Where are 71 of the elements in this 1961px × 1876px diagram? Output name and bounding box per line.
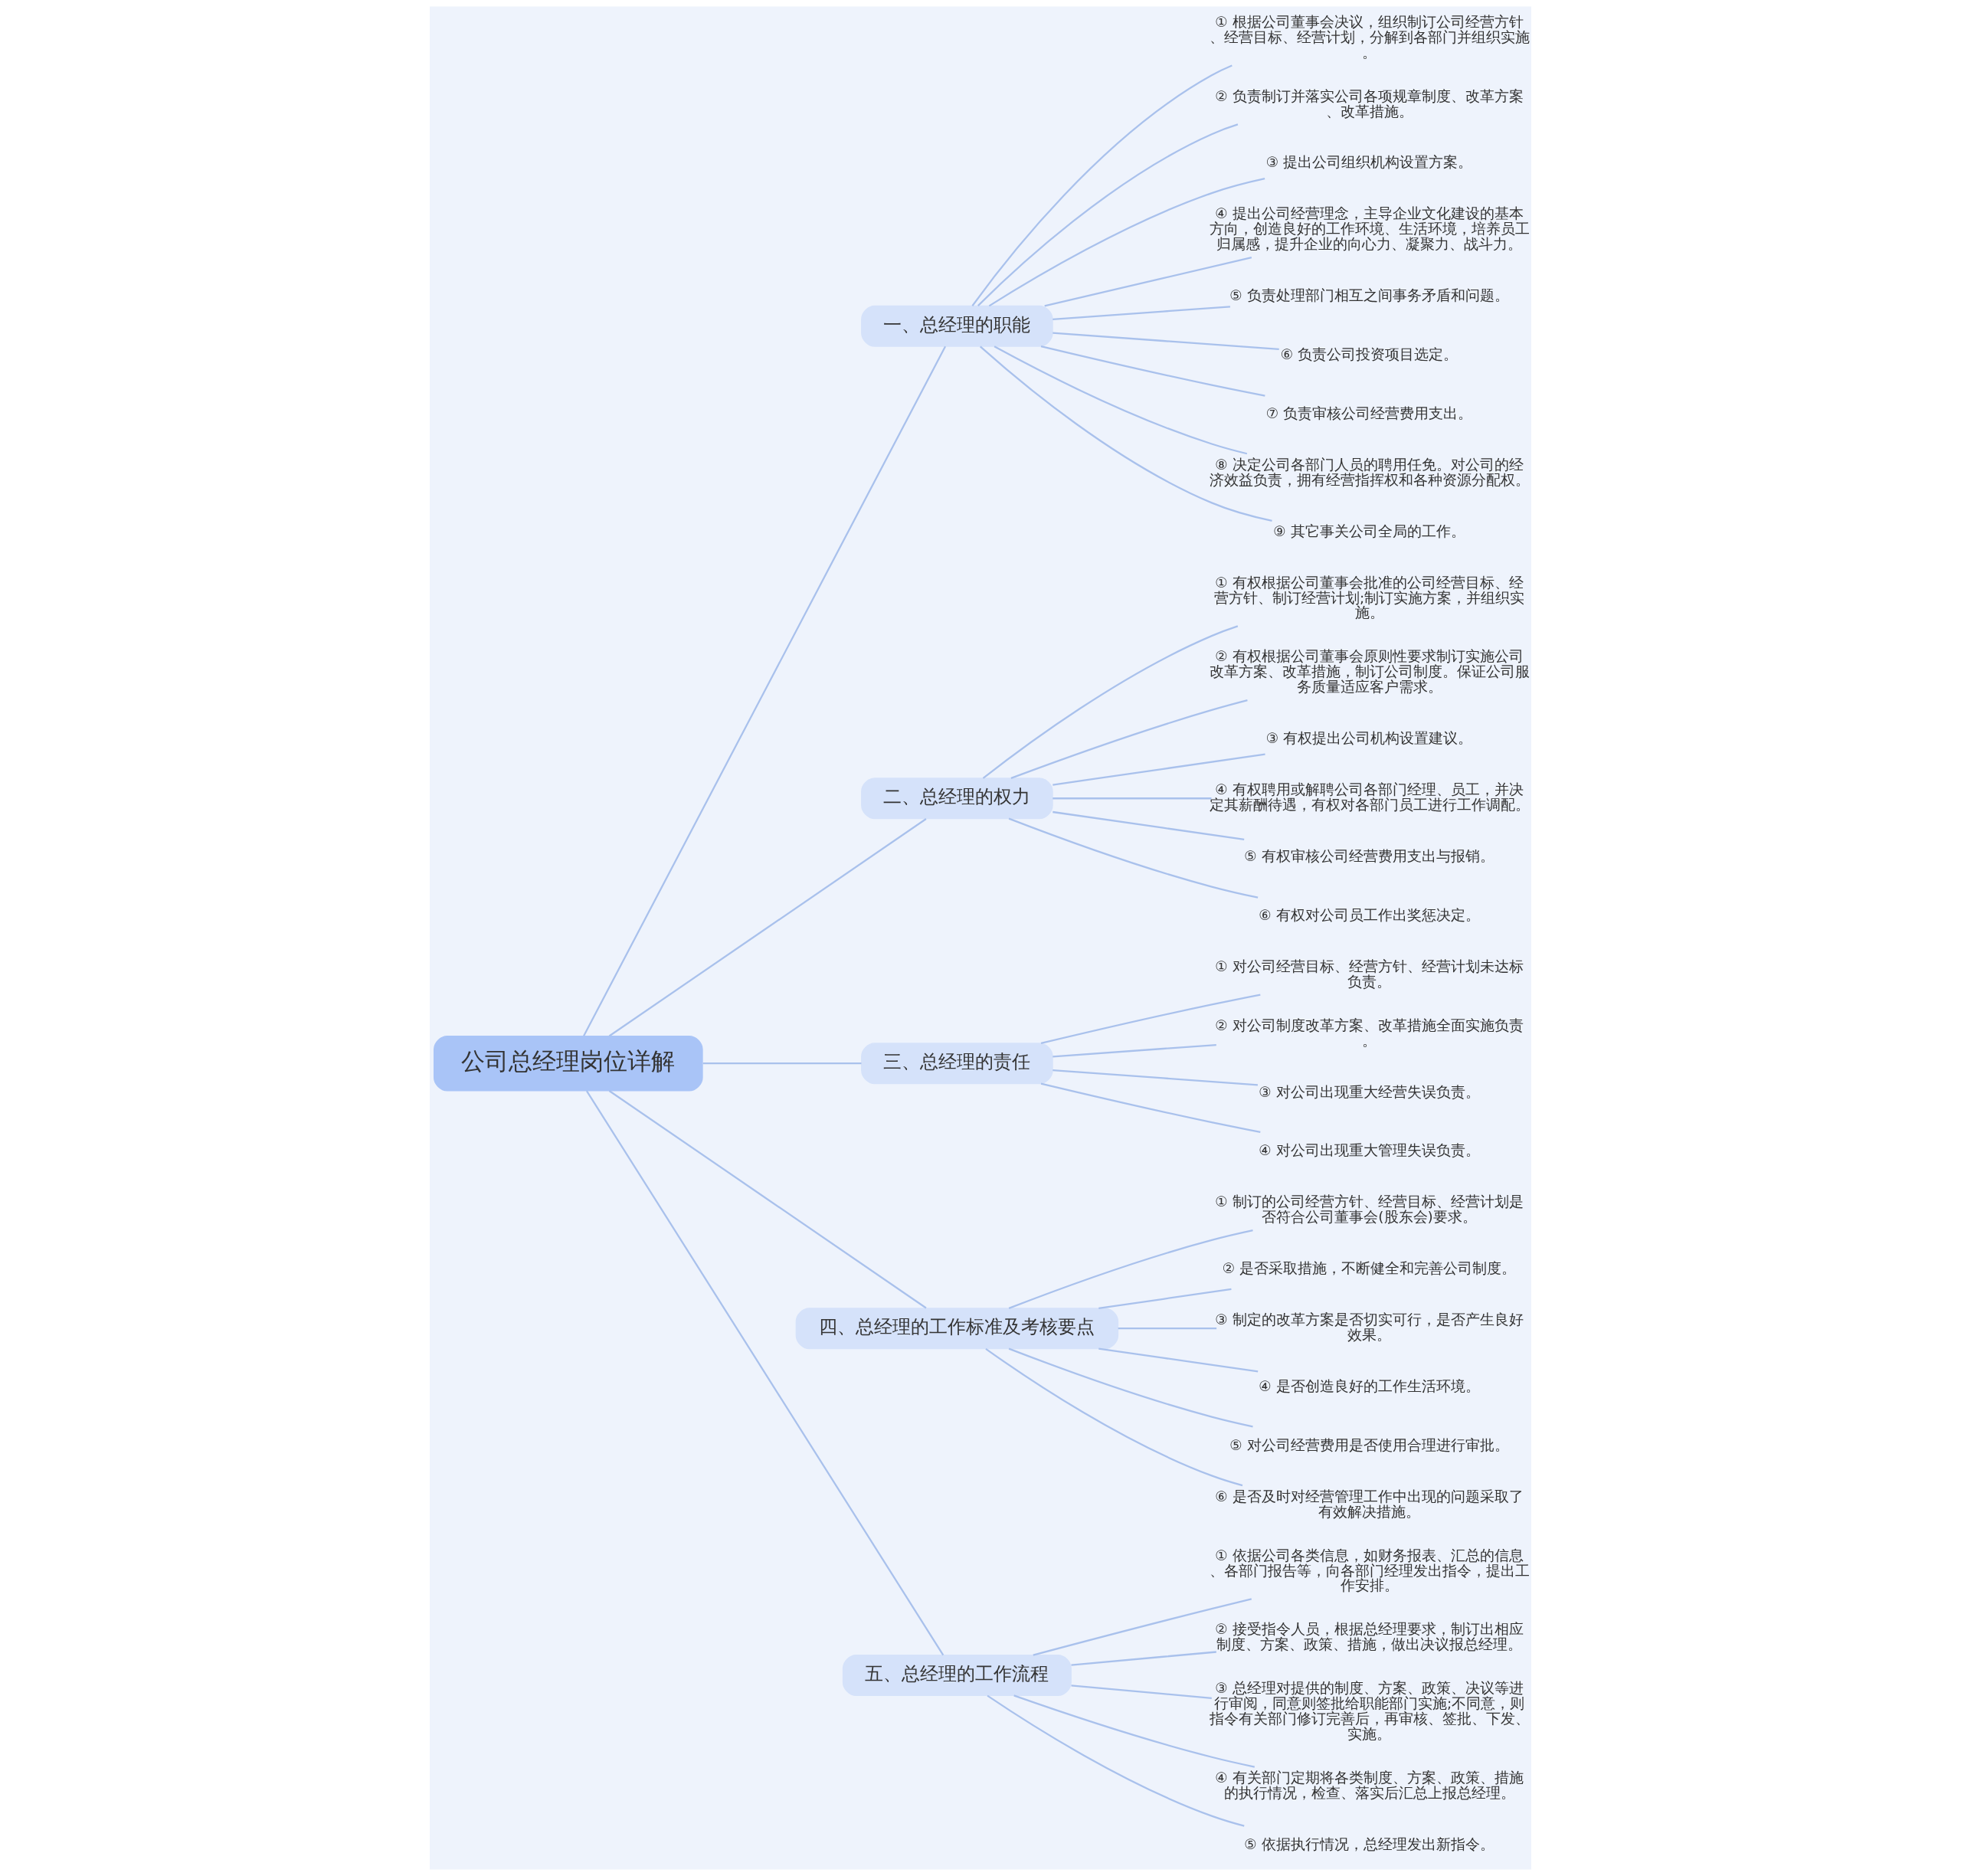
- node-text: ① 对公司经营目标、经营方针、经营计划未达标负责。: [1215, 958, 1524, 990]
- node-box: 五、总经理的工作流程: [842, 1654, 1072, 1696]
- node-text: ⑨ 其它事关公司全局的工作。: [1273, 522, 1465, 539]
- node-text: ① 有权根据公司董事会批准的公司经营目标、经营方针、制订经营计划;制订实施方案，并组织实施。: [1213, 574, 1525, 621]
- node-text: ④ 对公司出现重大管理失误负责。: [1259, 1142, 1480, 1159]
- node-text: ② 是否采取措施，不断健全和完善公司制度。: [1222, 1260, 1517, 1277]
- node-text: ② 负责制订并落实公司各项规章制度、改革方案、改革措施。: [1215, 87, 1524, 120]
- connector: [1053, 1069, 1259, 1086]
- connector: [988, 178, 1265, 307]
- connector: [985, 1347, 1243, 1487]
- connector: [982, 625, 1239, 779]
- connector: [1053, 1043, 1216, 1058]
- connector: [1044, 257, 1252, 307]
- connector: [1033, 1598, 1252, 1656]
- connector: [977, 123, 1239, 306]
- node-text: ② 有权根据公司董事会原则性要求制订实施公司改革方案、改革措施，制订公司制度。保证公司服务质量适应客户需求。: [1209, 648, 1530, 696]
- node-box: 公司总经理岗位详解: [434, 1035, 703, 1092]
- connector: [1008, 1347, 1253, 1428]
- node-box: 二、总经理的权力: [861, 778, 1053, 820]
- connector: [1118, 1328, 1217, 1330]
- connector: [608, 818, 927, 1037]
- connector: [1040, 345, 1265, 397]
- node-text: ① 制订的公司经营方针、经营目标、经营计划是否符合公司董事会(股东会)要求。: [1215, 1193, 1524, 1226]
- node-text: ⑥ 负责公司投资项目选定。: [1280, 346, 1458, 363]
- node-text: ④ 有权聘用或解聘公司各部门经理、员工，并决定其薪酬待遇，有权对各部门员工进行工作调配。: [1209, 781, 1530, 814]
- node-text: ④ 是否创造良好的工作生活环境。: [1259, 1377, 1480, 1394]
- node-text: ⑤ 有权审核公司经营费用支出与报销。: [1244, 847, 1494, 864]
- connector: [1053, 306, 1230, 321]
- node-text: ⑤ 对公司经营费用是否使用合理进行审批。: [1229, 1436, 1509, 1453]
- connector: [1098, 1347, 1259, 1373]
- node-text: ⑤ 依据执行情况，总经理发出新指令。: [1244, 1835, 1494, 1852]
- node-text: ⑧ 决定公司各部门人员的聘用任免。对公司的经济效益负责，拥有经营指挥权和各种资源分配权。: [1209, 456, 1530, 488]
- connector: [971, 64, 1233, 306]
- connector: [1071, 1684, 1212, 1700]
- connector: [1071, 1651, 1216, 1666]
- node-text: ③ 提出公司组织机构设置方案。: [1265, 154, 1473, 171]
- connector: [1040, 994, 1261, 1044]
- node-text: ② 接受指令人员，根据总经理要求，制订出相应制度、方案、政策、措施，做出决议报总经理。: [1215, 1621, 1524, 1653]
- connector: [1098, 1288, 1232, 1309]
- connector: [702, 1062, 862, 1065]
- node-text: ⑤ 负责处理部门相互之间事务矛盾和问题。: [1229, 287, 1509, 304]
- connector: [583, 345, 947, 1036]
- connector: [979, 345, 1272, 522]
- node-text: ③ 制定的改革方案是否切实可行，是否产生良好效果。: [1215, 1311, 1524, 1344]
- connector: [1008, 817, 1259, 899]
- connector: [585, 1090, 944, 1656]
- connector: [1053, 810, 1245, 840]
- node-text: ⑥ 是否及时对经营管理工作中出现的问题采取了有效解决措施。: [1215, 1488, 1524, 1520]
- node-box: 三、总经理的责任: [861, 1043, 1053, 1085]
- connector: [1010, 699, 1248, 779]
- connector: [1008, 1229, 1253, 1309]
- node-text: ④ 提出公司经营理念，主导企业文化建设的基本方向，创造良好的工作环境、生活环境，培养员工归属感，提升企业的向心力、凝聚力、战斗力。: [1209, 205, 1530, 253]
- node-text: ④ 有关部门定期将各类制度、方案、政策、措施的执行情况，检查、落实后汇总上报总经理。: [1215, 1770, 1524, 1801]
- node-text: ① 根据公司董事会决议，组织制订公司经营方针、经营目标、经营计划，分解到各部门并组织实施。: [1209, 13, 1530, 61]
- connector: [987, 1694, 1245, 1827]
- connector: [1040, 1082, 1261, 1133]
- node-box: 四、总经理的工作标准及考核要点: [795, 1308, 1119, 1350]
- node-text: ③ 总经理对提供的制度、方案、政策、决议等进行审阅，同意则签批给职能部门实施;不同意，则指令有关部门修订完善后，再审核、签批、下发、实施。: [1209, 1680, 1530, 1743]
- connector: [1053, 332, 1279, 350]
- connector: [994, 345, 1248, 455]
- node-text: ③ 有权提出公司机构设置建议。: [1265, 730, 1473, 747]
- node-text: ③ 对公司出现重大经营失误负责。: [1259, 1083, 1480, 1100]
- connector: [1053, 797, 1212, 800]
- node-text: ⑦ 负责审核公司经营费用支出。: [1265, 404, 1473, 421]
- node-text: ⑥ 有权对公司员工作出奖惩决定。: [1259, 906, 1480, 923]
- node-text: ① 依据公司各类信息，如财务报表、汇总的信息、各部门报告等，向各部门经理发出指令，提出工作安排。: [1209, 1547, 1530, 1594]
- connector: [1053, 753, 1265, 786]
- connector: [608, 1090, 927, 1309]
- node-text: ② 对公司制度改革方案、改革措施全面实施负责。: [1215, 1017, 1524, 1049]
- node-box: 一、总经理的职能: [861, 305, 1053, 347]
- connector: [1013, 1694, 1255, 1768]
